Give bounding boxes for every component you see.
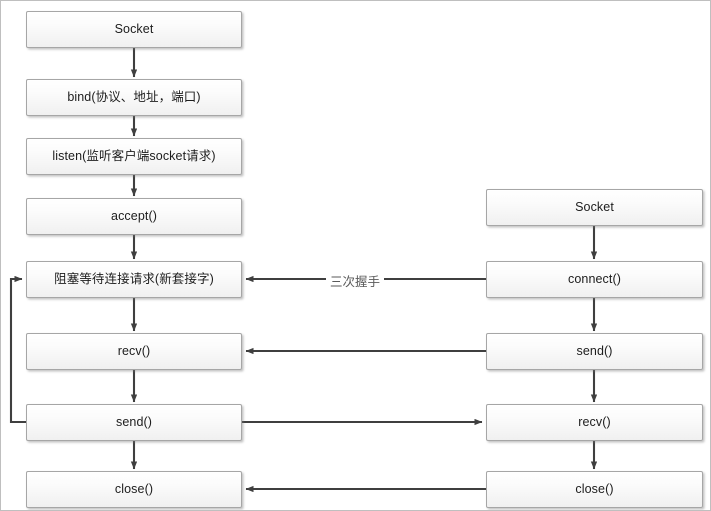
node-label: 阻塞等待连接请求(新套接字) [54, 271, 214, 286]
node-client-connect[interactable]: connect() [486, 261, 703, 298]
node-server-recv[interactable]: recv() [26, 333, 242, 370]
edge-label-handshake: 三次握手 [326, 271, 385, 290]
node-server-socket[interactable]: Socket [26, 11, 242, 48]
node-server-bind[interactable]: bind(协议、地址，端口) [26, 79, 242, 116]
node-label: close() [575, 481, 614, 496]
node-label: listen(监听客户端socket请求) [52, 148, 216, 163]
node-server-accept[interactable]: accept() [26, 198, 242, 235]
node-label: accept() [111, 208, 157, 223]
node-label: send() [115, 414, 153, 429]
node-label: Socket [575, 199, 614, 214]
node-client-socket[interactable]: Socket [486, 189, 703, 226]
node-server-block-wait[interactable]: 阻塞等待连接请求(新套接字) [26, 261, 242, 298]
node-client-send[interactable]: send() [486, 333, 703, 370]
node-server-close[interactable]: close() [26, 471, 242, 508]
node-label: send() [576, 343, 613, 358]
node-label: close() [114, 481, 154, 496]
node-label: bind(协议、地址，端口) [67, 89, 201, 104]
node-label: connect() [567, 271, 621, 286]
node-label: Socket [114, 21, 154, 36]
node-label: recv() [578, 414, 611, 429]
node-client-close[interactable]: close() [486, 471, 703, 508]
edge-srv-send-loop-to-block [9, 275, 26, 424]
node-label: recv() [117, 343, 151, 358]
node-client-recv[interactable]: recv() [486, 404, 703, 441]
node-server-send[interactable]: send() [26, 404, 242, 441]
node-server-listen[interactable]: listen(监听客户端socket请求) [26, 138, 242, 175]
